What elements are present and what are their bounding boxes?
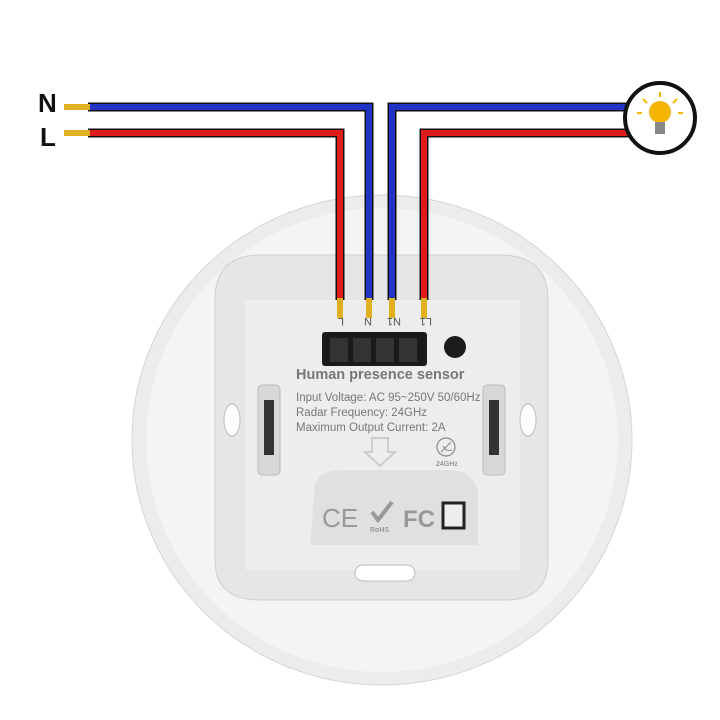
light-bulb-icon [623, 81, 697, 155]
spec-current: Maximum Output Current: 2A [296, 422, 446, 434]
spec-frequency: Radar Frequency: 24GHz [296, 407, 427, 419]
fcc-mark: FC [403, 506, 435, 533]
button [444, 336, 466, 358]
neutral-wire [88, 102, 374, 300]
live-label: L [40, 122, 56, 152]
radar-dish-icon [436, 437, 456, 457]
wire-tip [64, 130, 90, 136]
terminal-label-n: N [364, 315, 372, 327]
connector-port [441, 501, 466, 530]
radar-badge: 24GHz [436, 461, 458, 468]
spec-voltage: Input Voltage: AC 95~250V 50/60Hz [296, 392, 481, 404]
wire-tip [64, 104, 90, 110]
arrow-down-icon [362, 437, 398, 468]
switched-neutral-wire [387, 102, 630, 300]
rohs-mark: RoHS [370, 527, 389, 534]
device-title: Human presence sensor [296, 367, 465, 383]
sensor-housing [131, 194, 633, 686]
checkmark-icon [370, 500, 394, 524]
neutral-label: N [38, 88, 57, 118]
live-wire [88, 128, 345, 300]
load-wire [419, 128, 630, 300]
ce-mark: CE [322, 503, 358, 533]
terminal-label-l: L [338, 315, 344, 327]
